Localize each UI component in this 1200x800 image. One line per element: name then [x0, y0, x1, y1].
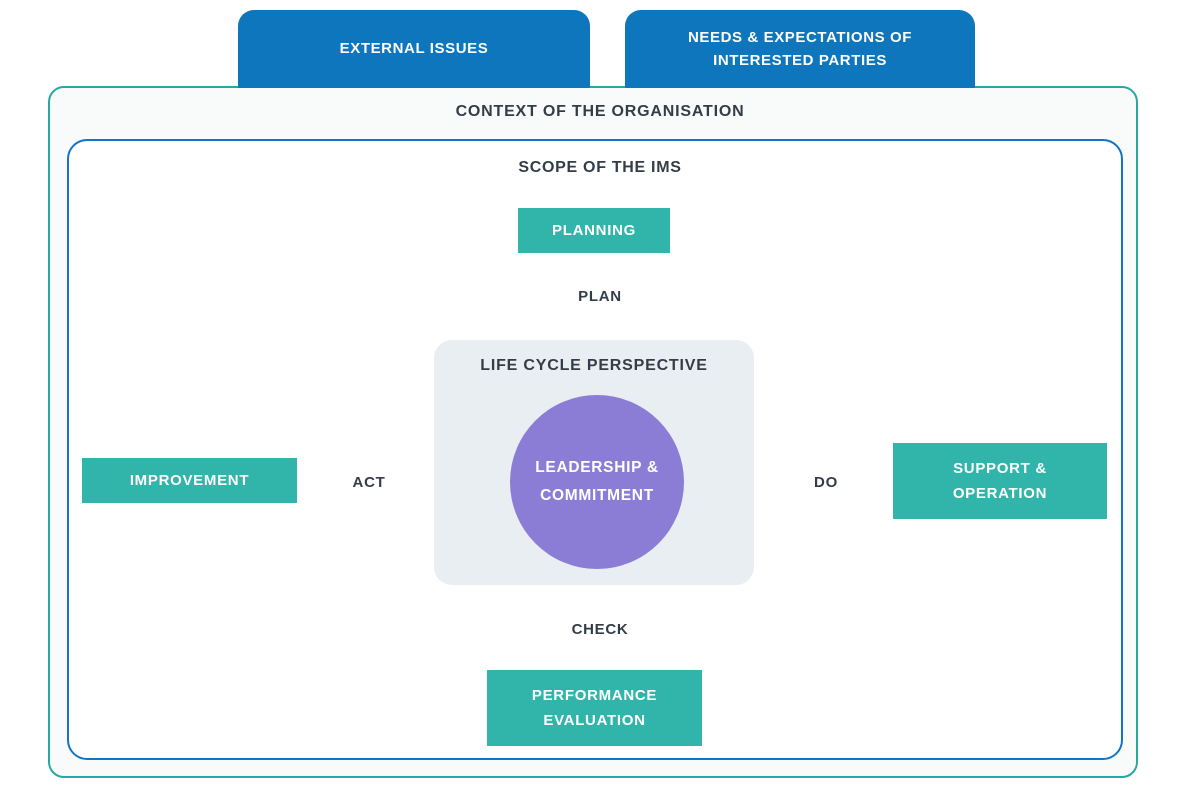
- scope-of-ims-label: SCOPE OF THE IMS: [518, 159, 682, 176]
- tab-external-issues-label: EXTERNAL ISSUES: [339, 40, 489, 58]
- plan-stage-label: PLAN: [578, 288, 622, 305]
- life-cycle-perspective-label: LIFE CYCLE PERSPECTIVE: [480, 357, 708, 374]
- tab-external-issues: EXTERNAL ISSUES: [238, 10, 590, 88]
- support-operation-box: SUPPORT & OPERATION: [893, 443, 1107, 519]
- planning-box: PLANNING: [518, 208, 670, 253]
- improvement-box-label: IMPROVEMENT: [129, 471, 250, 489]
- do-stage-label: DO: [814, 474, 838, 491]
- context-of-organisation-label: CONTEXT OF THE ORGANISATION: [455, 103, 745, 120]
- tab-needs-expectations-label: NEEDS & EXPECTATIONS OF INTERESTED PARTI…: [687, 28, 913, 69]
- act-stage-label: ACT: [352, 474, 386, 491]
- check-stage-label: CHECK: [571, 621, 629, 638]
- improvement-box: IMPROVEMENT: [82, 458, 297, 503]
- tab-needs-expectations: NEEDS & EXPECTATIONS OF INTERESTED PARTI…: [625, 10, 975, 88]
- planning-box-label: PLANNING: [552, 221, 636, 239]
- performance-evaluation-box-label: PERFORMANCE EVALUATION: [531, 686, 658, 730]
- support-operation-box-label: SUPPORT & OPERATION: [952, 459, 1048, 503]
- life-cycle-panel: LIFE CYCLE PERSPECTIVE LEADERSHIP & COMM…: [434, 340, 754, 585]
- leadership-commitment-label: LEADERSHIP & COMMITMENT: [535, 459, 659, 504]
- performance-evaluation-box: PERFORMANCE EVALUATION: [487, 670, 702, 746]
- leadership-commitment-circle: LEADERSHIP & COMMITMENT: [510, 395, 684, 569]
